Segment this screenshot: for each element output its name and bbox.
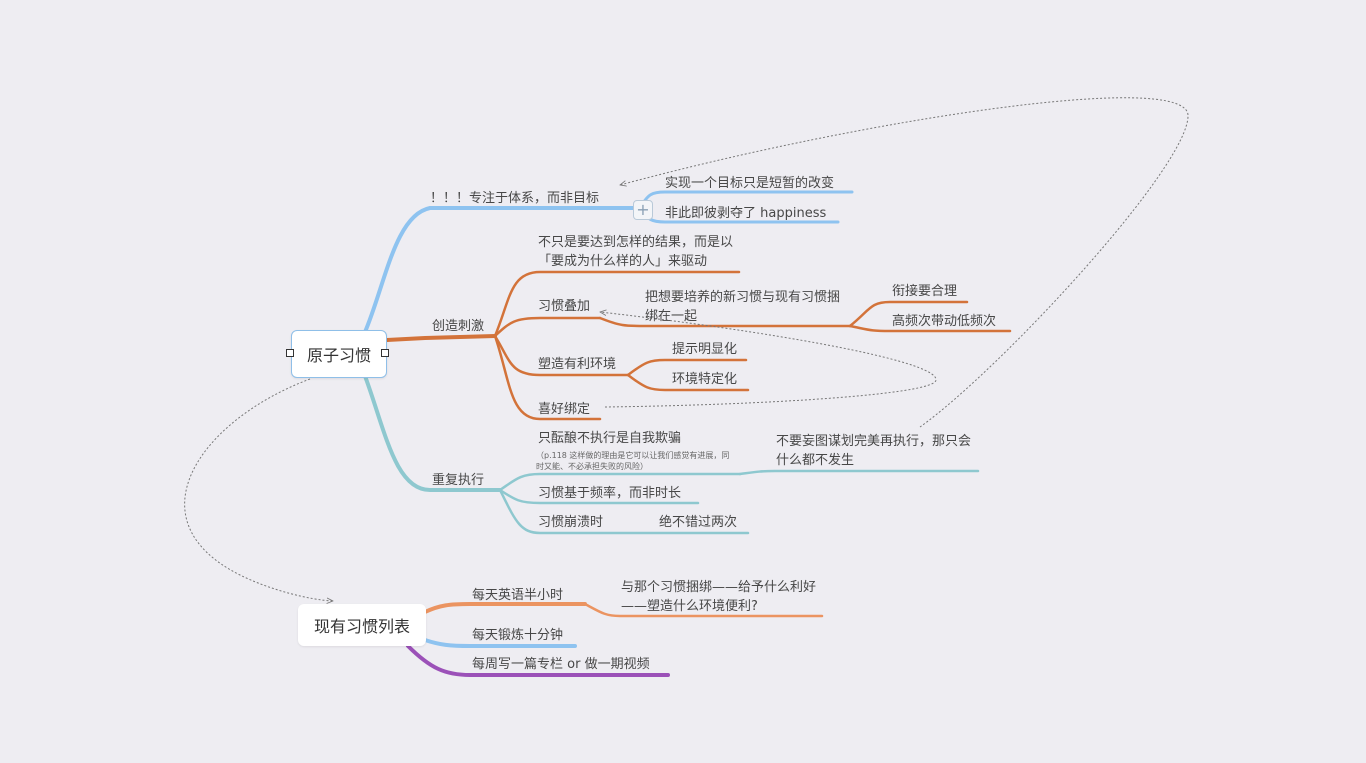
subtopic-habit-collapse[interactable]: 习惯崩溃时 (538, 515, 604, 530)
edge-root-repeat (363, 374, 502, 492)
subtopic-never-miss-twice[interactable]: 绝不错过两次 (659, 515, 738, 530)
edge-create-c4 (493, 334, 602, 421)
edge-c3-child1 (626, 358, 748, 377)
edge-repeat-c1 (498, 472, 742, 492)
root-topic-existing-habits[interactable]: 现有习惯列表 (298, 604, 426, 646)
edge-create-c3 (493, 334, 630, 377)
root-topic-label: 原子习惯 (306, 346, 371, 365)
subtopic-environment[interactable]: 塑造有利环境 (538, 357, 617, 372)
subtopic-self-deception-note: （p.118 这样做的理由是它可以让我们感觉有进展，同时又能、不必承担失败的风险… (536, 451, 730, 471)
root-topic-atomic-habits[interactable]: 原子习惯 (291, 330, 387, 378)
edge-c2-grand1 (848, 300, 969, 328)
subtopic-self-deception[interactable]: 只酝酿不执行是自我欺骗 (538, 431, 682, 446)
subtopic-frequency[interactable]: 习惯基于频率，而非时长 (538, 486, 682, 501)
subtopic-temptation-bundle[interactable]: 喜好绑定 (538, 402, 591, 417)
edge-root-focus (363, 206, 642, 334)
edge-repeat-c2 (498, 488, 700, 505)
edge-create-c2 (493, 316, 602, 338)
topic-focus-system[interactable]: ！！！专注于体系，而非目标 (430, 191, 600, 206)
relation-root1-root2 (184, 378, 333, 601)
edge-root2-item1 (423, 602, 587, 614)
resize-handle-right[interactable] (381, 349, 389, 357)
subtopic-env-specific[interactable]: 环境特定化 (672, 372, 738, 387)
edge-c2-child (598, 316, 852, 328)
habit-item-column-video[interactable]: 每周写一篇专栏 or 做一期视频 (472, 657, 650, 672)
edge-item1-child (583, 602, 824, 618)
edge-repeat-c3 (498, 488, 750, 535)
edge-root2-item3 (406, 644, 670, 677)
subtopic-no-perfect-plan[interactable]: 不要妄图谋划完美再执行，那只会什么都不发生 (776, 434, 972, 468)
edge-c3-child2 (626, 373, 750, 392)
resize-handle-left[interactable] (286, 349, 294, 357)
collapse-plus-icon[interactable]: + (633, 200, 653, 220)
edge-create-c1 (493, 270, 741, 338)
edge-c2-grand2 (848, 324, 1012, 333)
relation-oval-large (620, 97, 1189, 428)
subtopic-goal-change[interactable]: 实现一个目标只是短暂的改变 (665, 176, 835, 191)
topic-repeat[interactable]: 重复执行 (432, 473, 485, 488)
subtopic-habit-stacking[interactable]: 习惯叠加 (538, 299, 591, 314)
edge-c1-child (738, 469, 980, 476)
subtopic-smooth-link[interactable]: 衔接要合理 (892, 284, 958, 299)
habit-item-exercise[interactable]: 每天锻炼十分钟 (472, 628, 564, 643)
subtopic-identity-driven[interactable]: 不只是要达到怎样的结果，而是以「要成为什么样的人」来驱动 (538, 235, 734, 269)
edge-root2-item2 (423, 638, 577, 648)
root2-label: 现有习惯列表 (313, 617, 410, 636)
habit-item-english[interactable]: 每天英语半小时 (472, 588, 564, 603)
subtopic-bundle-habits[interactable]: 把想要培养的新习惯与现有习惯捆绑在一起 (645, 290, 841, 324)
subtopic-make-obvious[interactable]: 提示明显化 (672, 342, 738, 357)
subtopic-high-freq[interactable]: 高频次带动低频次 (892, 314, 997, 329)
edge-root-create (385, 334, 497, 342)
habit-item-english-child[interactable]: 与那个习惯捆绑——给予什么利好——塑造什么环境便利? (621, 580, 817, 614)
subtopic-happiness[interactable]: 非此即彼剥夺了 happiness (665, 206, 827, 221)
topic-create-stimulus[interactable]: 创造刺激 (432, 319, 485, 334)
